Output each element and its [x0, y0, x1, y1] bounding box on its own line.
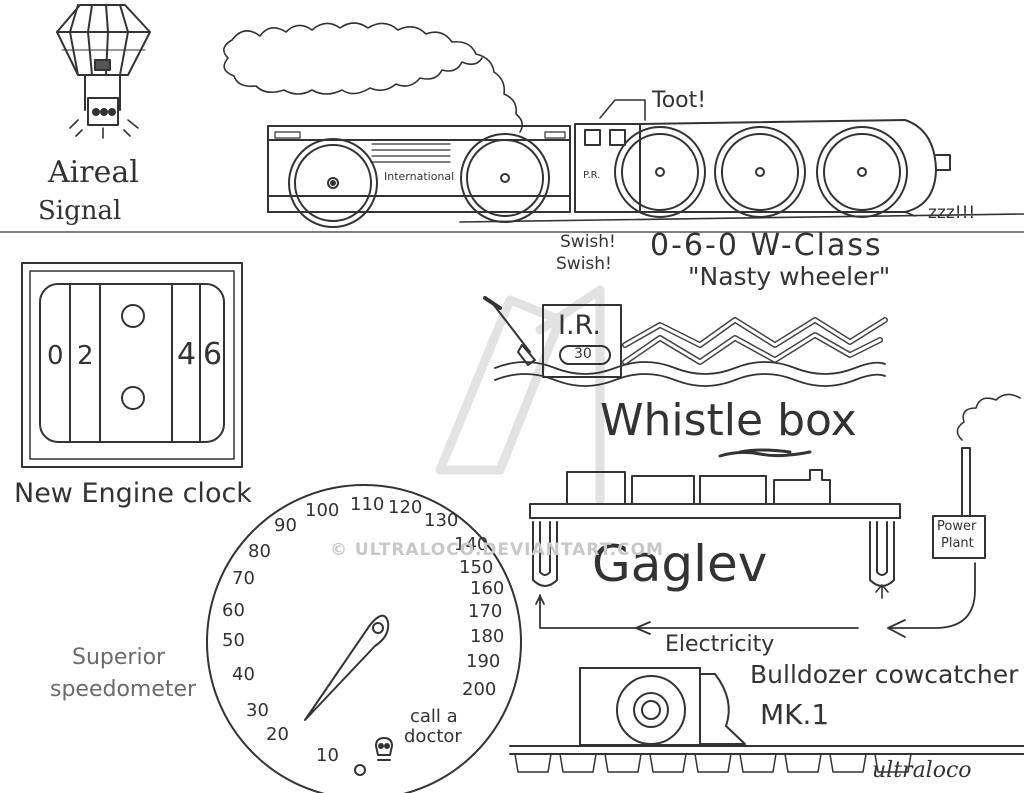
speed-tick: 160: [470, 578, 505, 599]
whistle-sign-text: I.R.: [558, 310, 601, 341]
swish-text-1: Swish!: [560, 232, 616, 252]
bulldozer-cowcatcher-drawing: [509, 667, 1024, 773]
cowcatcher-label-line2: MK.1: [760, 698, 830, 731]
aerial-signal-balloon: [56, 4, 151, 139]
speed-tick: 20: [266, 724, 289, 745]
speed-tick: 150: [459, 557, 494, 578]
car-label-2: P.R.: [583, 170, 601, 181]
train: [267, 99, 951, 228]
train-smoke: [223, 22, 524, 133]
artist-signature: ultraloco: [872, 758, 972, 783]
power-plant-line1: Power: [937, 519, 977, 534]
speed-tick: 10: [316, 745, 339, 766]
aerial-signal-label-line2: Signal: [38, 196, 122, 226]
whistle-box-drawing: [483, 296, 888, 387]
aerial-signal-label-line1: Aireal: [48, 155, 139, 190]
speed-tick: 70: [232, 568, 255, 589]
train-wheels: [288, 126, 908, 228]
speed-tick: 30: [246, 700, 269, 721]
speed-tick: 100: [305, 500, 340, 521]
speed-tick: 130: [424, 510, 459, 531]
speedometer-warning-line1: call a: [410, 706, 458, 727]
car-label: International: [384, 170, 455, 183]
speed-tick: 180: [470, 626, 505, 647]
speed-tick: 50: [222, 630, 245, 651]
zzz-text: zzz!!!: [928, 203, 976, 223]
watermark-text: © ULTRALOCO.DEVIANTART.COM: [330, 540, 664, 560]
swish-text-2: Swish!: [556, 254, 612, 274]
speed-tick: 40: [232, 664, 255, 685]
power-plant-line2: Plant: [941, 536, 974, 551]
speed-tick: 110: [350, 494, 385, 515]
whistle-value-text: 30: [574, 346, 592, 362]
watermark-shape: [435, 285, 605, 505]
toot-text: Toot!: [652, 88, 707, 113]
gaglev-title: Gaglev: [592, 535, 768, 593]
speed-tick: 170: [468, 601, 503, 622]
train-nickname-label: "Nasty wheeler": [688, 262, 891, 291]
speed-tick: 80: [248, 541, 271, 562]
rail-line: [459, 213, 1024, 223]
speed-tick: 60: [222, 600, 245, 621]
gaglev-drawing: [529, 393, 1021, 638]
speed-tick: 190: [466, 651, 501, 672]
engine-clock: [21, 262, 243, 468]
speed-tick: 140: [454, 534, 489, 555]
electricity-label: Electricity: [665, 632, 775, 657]
clock-digit-3: 4: [177, 337, 197, 372]
speedometer-warning-line2: doctor: [404, 726, 462, 747]
speed-tick: 120: [388, 497, 423, 518]
clock-digit-4: 6: [203, 337, 223, 372]
clock-digit-2: 2: [77, 341, 94, 371]
wheel-arrangement-label: 0-6-0 W-Class: [650, 228, 883, 263]
speed-tick: 200: [462, 679, 497, 700]
whistle-box-caption: Whistle box: [600, 395, 857, 446]
speedometer-dial: [206, 484, 522, 793]
engine-clock-caption: New Engine clock: [14, 478, 252, 509]
speedometer-caption-line2: speedometer: [50, 677, 197, 702]
cowcatcher-label-line1: Bulldozer cowcatcher: [750, 660, 1019, 689]
clock-digit-1: 0: [47, 341, 64, 371]
speedometer-caption-line1: Superior: [72, 645, 166, 670]
speed-tick: 90: [274, 515, 297, 536]
